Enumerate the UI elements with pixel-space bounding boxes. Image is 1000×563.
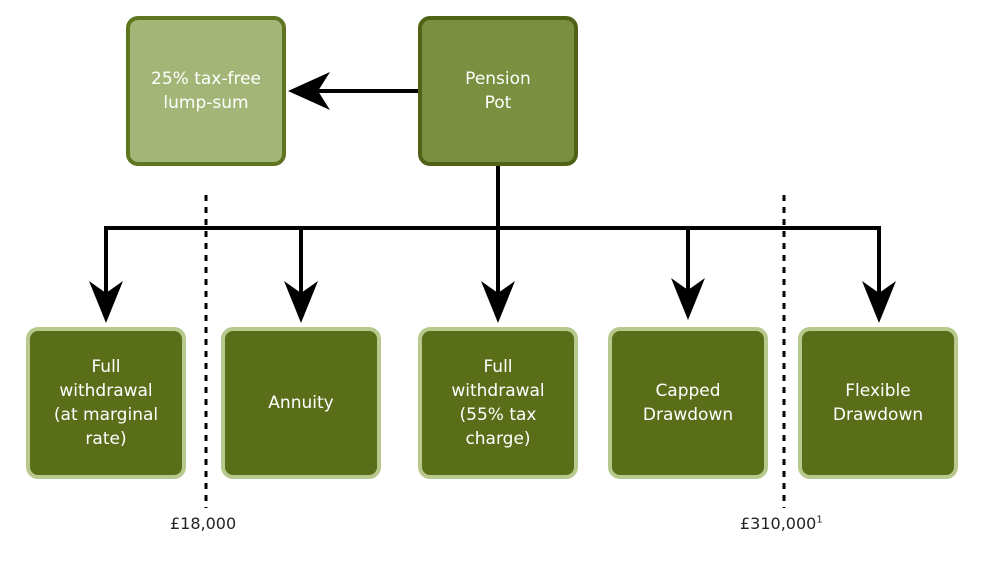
arrowhead-down (671, 278, 705, 320)
pension-pot-box: Pension Pot (418, 16, 578, 166)
capped-drawdown-box: Capped Drawdown (608, 327, 768, 479)
full-withdrawal-55-box: Full withdrawal (55% tax charge) (418, 327, 578, 479)
annuity-box: Annuity (221, 327, 381, 479)
full-withdrawal-55-label: Full withdrawal (55% tax charge) (451, 357, 545, 449)
threshold-label-high: £310,0001 (740, 514, 823, 533)
arrowhead-down (862, 281, 896, 323)
arrowhead-down (89, 281, 123, 323)
arrowhead-down (481, 281, 515, 323)
threshold-label-low: £18,000 (170, 514, 236, 533)
lump-sum-box: 25% tax-free lump-sum (126, 16, 286, 166)
flexible-drawdown-label: Flexible Drawdown (832, 381, 924, 425)
arrowhead-down (284, 281, 318, 323)
full-withdrawal-marginal-box: Full withdrawal (at marginal rate) (26, 327, 186, 479)
capped-drawdown-label: Capped Drawdown (642, 381, 734, 425)
full-withdrawal-marginal-label: Full withdrawal (at marginal rate) (53, 357, 159, 449)
annuity-label: Annuity (268, 393, 334, 413)
pension-pot-label: Pension Pot (465, 69, 531, 113)
flexible-drawdown-box: Flexible Drawdown (798, 327, 958, 479)
threshold-high-value: £310,000 (740, 514, 817, 533)
threshold-low-value: £18,000 (170, 514, 237, 533)
lump-sum-label: 25% tax-free lump-sum (151, 69, 261, 113)
footnote-marker: 1 (816, 514, 823, 526)
arrowhead-lump-sum (288, 72, 330, 110)
